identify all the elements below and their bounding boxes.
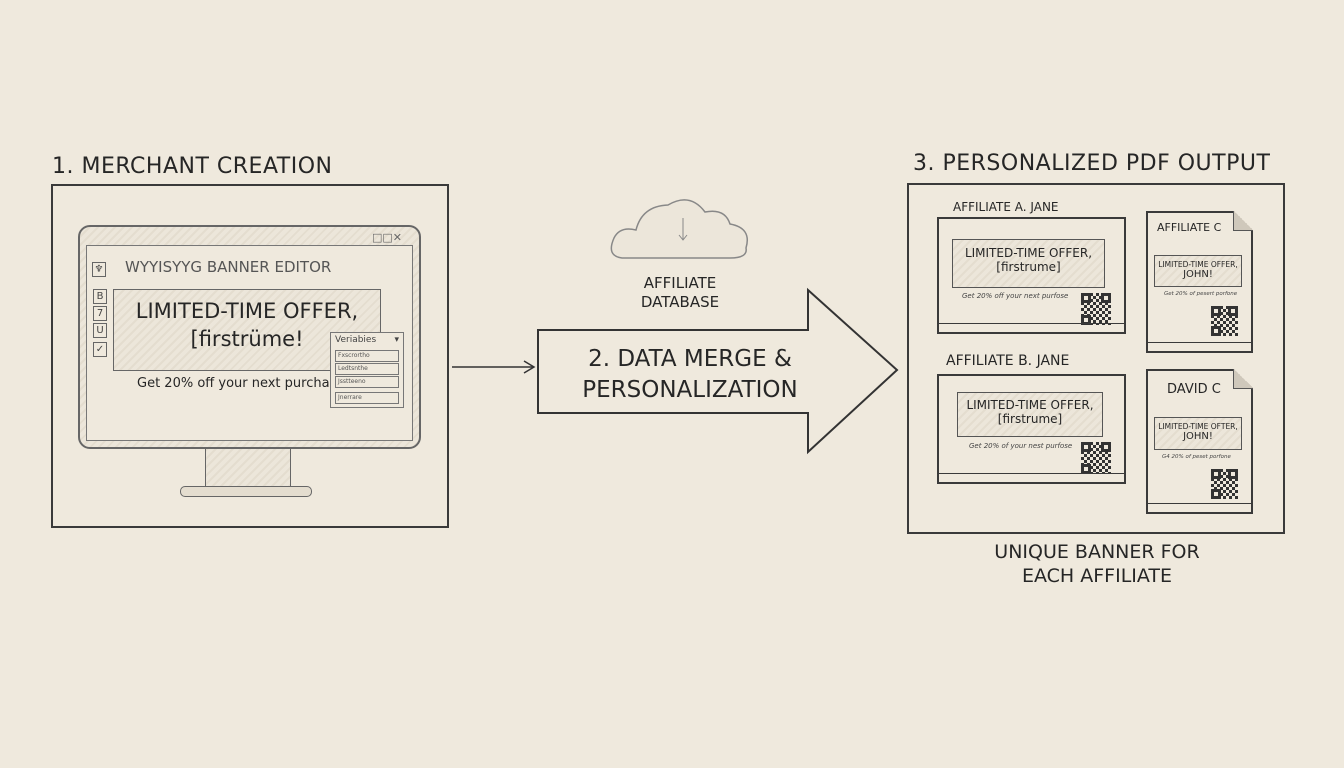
- step2-line2: PERSONALIZATION: [582, 377, 798, 403]
- editor-title: WYYISYYG BANNER EDITOR: [125, 258, 332, 276]
- step1-title: 1. MERCHANT CREATION: [52, 154, 333, 179]
- variable-option[interactable]: Fxscrortho: [335, 350, 399, 362]
- database-line1: AFFILIATE: [643, 274, 717, 292]
- banner-line1: LIMITED-TIME OFFER,: [135, 299, 359, 323]
- big-arrow: [537, 287, 899, 455]
- chevron-down-icon: ▾: [394, 335, 399, 345]
- monitor-base: [180, 486, 312, 497]
- pdf-card-c: AFFILIATE C LIMITED-TIME OFFER,JOHN! Get…: [1146, 211, 1253, 353]
- qr-code-icon: [1211, 306, 1238, 336]
- link-button[interactable]: ✓: [93, 342, 107, 357]
- card-sub: Get 20% off your next purfose: [962, 292, 1069, 300]
- underline-button[interactable]: U: [93, 323, 107, 338]
- qr-code-icon: [1081, 293, 1111, 325]
- variables-dropdown[interactable]: Veriabies ▾ Fxscrortho Ledtsnthe Jssttee…: [330, 332, 404, 408]
- trophy-icon: ♆: [92, 262, 106, 277]
- banner-card-b: LIMITED-TIME OFFER,[firstrume] Get 20% o…: [937, 374, 1126, 484]
- card-label: DAVID C: [1167, 382, 1221, 397]
- pdf-output-panel: [907, 183, 1285, 534]
- step3-title: 3. PERSONALIZED PDF OUTPUT: [913, 151, 1271, 176]
- merchant-creation-panel: [51, 184, 449, 528]
- caption-line2: EACH AFFILIATE: [1021, 565, 1173, 587]
- window-controls: □□✕: [372, 231, 403, 244]
- variable-option[interactable]: Jnerrare: [335, 392, 399, 404]
- step2-line1: 2. DATA MERGE &: [588, 346, 792, 372]
- arrow-head: [523, 360, 536, 374]
- card-sub: Get 20% of your nest purfose: [969, 442, 1073, 450]
- variables-label: Veriabies: [335, 335, 377, 345]
- qr-code-icon: [1211, 469, 1238, 499]
- caption-line1: UNIQUE BANNER FOR: [994, 541, 1200, 563]
- variable-option[interactable]: Jsstteeno: [335, 376, 399, 388]
- card-sub: G4 20% of peset porfone: [1162, 454, 1231, 460]
- card-label: AFFILIATE A. JANE: [953, 200, 1059, 214]
- card-line1: LIMITED-TIME OFTER,: [1158, 422, 1238, 431]
- bold-button[interactable]: B: [93, 289, 107, 304]
- variable-option[interactable]: Ledtsnthe: [335, 363, 399, 375]
- card-line1: LIMITED-TIME OFFER,: [966, 398, 1094, 412]
- database-line2: DATABASE: [640, 293, 720, 311]
- italic-button[interactable]: 7: [93, 306, 107, 321]
- pdf-card-david: DAVID C LIMITED-TIME OFTER,JOHN! G4 20% …: [1146, 369, 1253, 514]
- card-line2: [firstrume]: [996, 260, 1061, 274]
- card-line2: JOHN!: [1183, 431, 1213, 442]
- card-line1: LIMITED-TIME OFFER,: [1158, 260, 1238, 269]
- qr-code-icon: [1081, 442, 1111, 474]
- banner-line2: [firstrüme!: [190, 327, 304, 351]
- card-line1: LIMITED-TIME OFFER,: [964, 246, 1093, 260]
- card-label: AFFILIATE C: [1157, 221, 1222, 234]
- folded-corner: [1233, 369, 1253, 389]
- banner-subtext: Get 20% off your next purchase: [137, 376, 345, 391]
- cloud-icon: [610, 199, 748, 259]
- folded-corner: [1233, 211, 1253, 231]
- card-label: AFFILIATE B. JANE: [946, 353, 1070, 369]
- banner-card-a: LIMITED-TIME OFFER,[firstrume] Get 20% o…: [937, 217, 1126, 334]
- card-line2: [firstrume]: [997, 412, 1063, 426]
- monitor-stand: [205, 449, 291, 487]
- card-line2: JOHN!: [1183, 269, 1213, 280]
- card-sub: Get 20% of pesert porfone: [1164, 291, 1238, 297]
